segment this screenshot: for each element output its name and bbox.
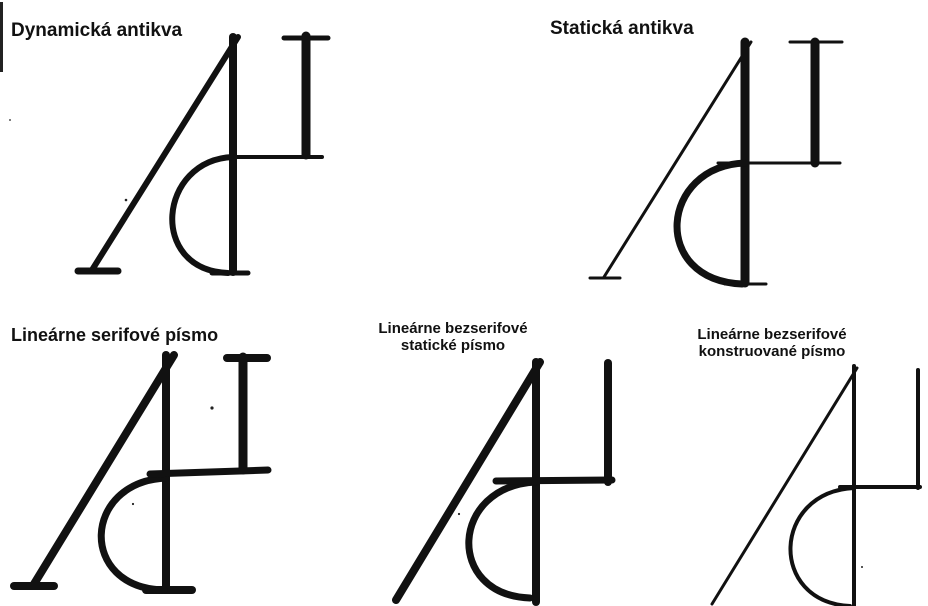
lsc-bowl <box>790 488 854 606</box>
speck <box>458 513 460 515</box>
sketch-linear-sans-static <box>396 362 612 602</box>
lser-crossbar <box>150 470 268 474</box>
dyn-bowl <box>172 157 233 273</box>
sketch-linear-sans-constructed <box>712 366 920 606</box>
speck <box>9 119 11 121</box>
sketch-linear-serif <box>14 355 268 590</box>
stat-bowl <box>677 163 745 284</box>
sketch-dynamic-antiqua <box>78 36 328 273</box>
lss-bowl <box>469 482 536 598</box>
speck <box>210 406 213 409</box>
speck <box>132 503 134 505</box>
lser-bowl <box>101 478 166 590</box>
dyn-diagonal-stroke <box>92 37 238 270</box>
lsc-diagonal-stroke <box>712 368 857 604</box>
speck <box>125 199 128 202</box>
paper-specks <box>9 119 863 568</box>
speck <box>861 566 863 568</box>
lss-crossbar <box>496 480 612 481</box>
sketch-static-antiqua <box>590 42 842 284</box>
